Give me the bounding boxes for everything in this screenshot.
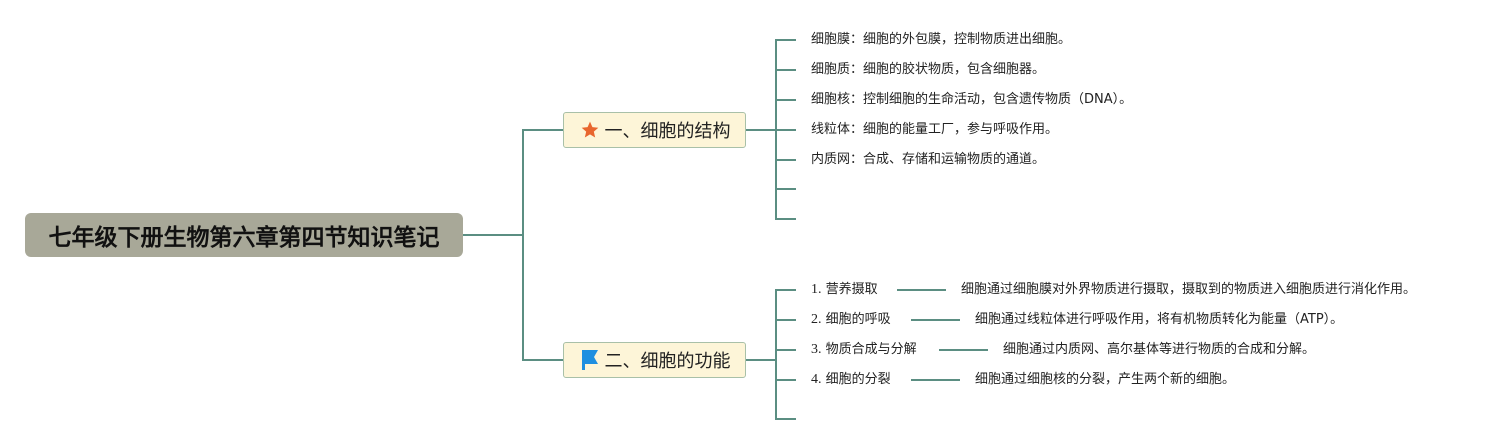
leaf-topic[interactable]: 内质网：合成、存储和运输物质的通道。 (811, 151, 1045, 169)
root-topic-label: 七年级下册生物第六章第四节知识笔记 (48, 225, 440, 251)
leaf-number: 4. (811, 372, 822, 387)
leaf-label: 细胞核：控制细胞的生命活动，包含遗传物质（DNA）。 (811, 92, 1133, 107)
leaf-label: 细胞膜：细胞的外包膜，控制物质进出细胞。 (811, 32, 1072, 47)
branch-topic-function[interactable]: 二、细胞的功能 (563, 342, 746, 378)
leaf-topic[interactable]: 2. 细胞的呼吸 (811, 311, 891, 329)
detail-topic[interactable]: 细胞通过细胞膜对外界物质进行摄取，摄取到的物质进入细胞质进行消化作用。 (961, 281, 1416, 299)
leaf-label: 内质网：合成、存储和运输物质的通道。 (811, 152, 1046, 167)
leaf-topic[interactable]: 细胞膜：细胞的外包膜，控制物质进出细胞。 (811, 31, 1071, 49)
leaf-topic[interactable]: 1. 营养摄取 (811, 281, 878, 299)
detail-topic[interactable]: 细胞通过内质网、高尔基体等进行物质的合成和分解。 (1003, 341, 1315, 359)
detail-label: 细胞通过细胞膜对外界物质进行摄取，摄取到的物质进入细胞质进行消化作用。 (961, 282, 1417, 297)
leaf-number: 3. (811, 342, 822, 357)
leaf-topic[interactable]: 细胞核：控制细胞的生命活动，包含遗传物质（DNA）。 (811, 91, 1132, 109)
leaf-label: 物质合成与分解 (825, 342, 917, 357)
leaf-label: 细胞的分裂 (825, 372, 891, 387)
flag-icon (579, 349, 601, 371)
detail-label: 细胞通过线粒体进行呼吸作用，将有机物质转化为能量（ATP）。 (975, 312, 1344, 327)
detail-label: 细胞通过内质网、高尔基体等进行物质的合成和分解。 (1003, 342, 1316, 357)
detail-label: 细胞通过细胞核的分裂，产生两个新的细胞。 (975, 372, 1236, 387)
star-icon (579, 119, 601, 141)
leaf-label: 营养摄取 (825, 282, 878, 297)
detail-topic[interactable]: 细胞通过线粒体进行呼吸作用，将有机物质转化为能量（ATP）。 (975, 311, 1343, 329)
leaf-topic[interactable]: 线粒体：细胞的能量工厂，参与呼吸作用。 (811, 121, 1058, 139)
branch-topic-structure[interactable]: 一、细胞的结构 (563, 112, 746, 148)
branch-label: 二、细胞的功能 (604, 351, 731, 372)
leaf-topic[interactable]: 细胞质：细胞的胶状物质，包含细胞器。 (811, 61, 1045, 79)
leaf-topic[interactable]: 4. 细胞的分裂 (811, 371, 891, 389)
branch-label: 一、细胞的结构 (604, 121, 731, 142)
leaf-number: 1. (811, 282, 822, 297)
detail-topic[interactable]: 细胞通过细胞核的分裂，产生两个新的细胞。 (975, 371, 1235, 389)
leaf-label: 细胞质：细胞的胶状物质，包含细胞器。 (811, 62, 1046, 77)
leaf-label: 线粒体：细胞的能量工厂，参与呼吸作用。 (811, 122, 1059, 137)
leaf-number: 2. (811, 312, 822, 327)
leaf-label: 细胞的呼吸 (825, 312, 891, 327)
leaf-topic[interactable]: 3. 物质合成与分解 (811, 341, 917, 359)
root-topic[interactable]: 七年级下册生物第六章第四节知识笔记 (25, 213, 463, 257)
